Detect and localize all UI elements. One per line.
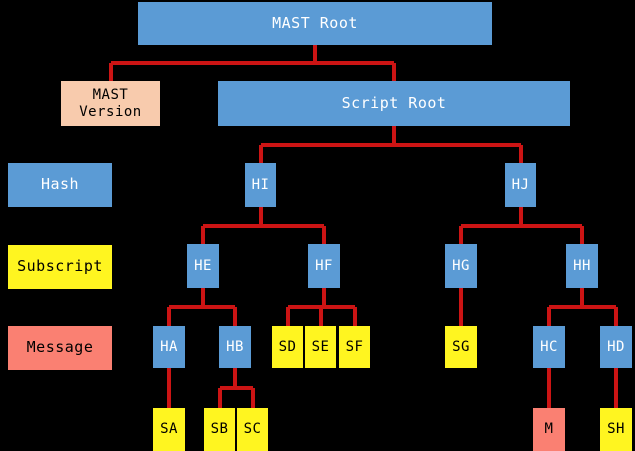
edge-mast-root: [109, 45, 396, 81]
legend-subscript-label: Subscript: [17, 257, 103, 276]
node-sg-label: SG: [452, 338, 470, 355]
node-ha-label: HA: [160, 338, 178, 355]
node-sf-label: SF: [345, 338, 364, 355]
node-he[interactable]: HE: [187, 244, 219, 288]
node-sf[interactable]: SF: [339, 326, 370, 368]
node-hh[interactable]: HH: [566, 244, 598, 288]
node-sc[interactable]: SC: [237, 408, 268, 451]
node-hj[interactable]: HJ: [505, 163, 536, 207]
edge-hb: [218, 368, 255, 408]
node-mast-root-label: MAST Root: [272, 13, 358, 32]
legend-message[interactable]: Message: [8, 326, 112, 370]
node-sh-label: SH: [607, 421, 625, 438]
node-hi-label: HI: [251, 176, 270, 193]
node-sa[interactable]: SA: [153, 408, 185, 451]
node-mast-version[interactable]: MAST Version: [61, 81, 160, 126]
node-m-label: M: [544, 421, 554, 438]
node-script-root[interactable]: Script Root: [218, 81, 570, 126]
node-hb[interactable]: HB: [219, 326, 251, 368]
node-hb-label: HB: [226, 338, 244, 355]
edge-script-root: [259, 126, 523, 163]
node-sh[interactable]: SH: [600, 408, 632, 451]
node-se-label: SE: [311, 338, 330, 355]
node-se[interactable]: SE: [305, 326, 336, 368]
node-hi[interactable]: HI: [245, 163, 276, 207]
node-script-root-label: Script Root: [341, 93, 447, 112]
node-he-label: HE: [194, 257, 212, 274]
node-mast-version-label: MAST Version: [79, 87, 142, 120]
node-sa-label: SA: [160, 421, 178, 438]
legend-subscript[interactable]: Subscript: [8, 245, 112, 289]
node-m[interactable]: M: [533, 408, 565, 451]
edge-he: [167, 288, 237, 326]
node-hg-label: HG: [452, 257, 470, 274]
node-sb-label: SB: [210, 421, 229, 438]
node-hf[interactable]: HF: [308, 244, 340, 288]
legend-hash[interactable]: Hash: [8, 163, 112, 207]
node-hf-label: HF: [315, 257, 333, 274]
legend-hash-label: Hash: [40, 175, 80, 194]
node-hc[interactable]: HC: [533, 326, 565, 368]
edge-hi: [201, 207, 326, 244]
node-sg[interactable]: SG: [445, 326, 477, 368]
node-hg[interactable]: HG: [445, 244, 477, 288]
node-hd[interactable]: HD: [600, 326, 632, 368]
node-mast-root[interactable]: MAST Root: [138, 2, 492, 45]
node-sc-label: SC: [243, 421, 262, 438]
node-sd-label: SD: [278, 338, 297, 355]
node-sb[interactable]: SB: [204, 408, 235, 451]
edge-hj: [459, 207, 584, 244]
edge-hh: [547, 288, 618, 326]
legend-message-label: Message: [26, 338, 94, 357]
node-hh-label: HH: [573, 257, 591, 274]
node-hd-label: HD: [607, 338, 625, 355]
node-hc-label: HC: [540, 338, 558, 355]
node-ha[interactable]: HA: [153, 326, 185, 368]
node-hj-label: HJ: [511, 176, 530, 193]
edge-hf: [286, 288, 357, 326]
node-sd[interactable]: SD: [272, 326, 303, 368]
